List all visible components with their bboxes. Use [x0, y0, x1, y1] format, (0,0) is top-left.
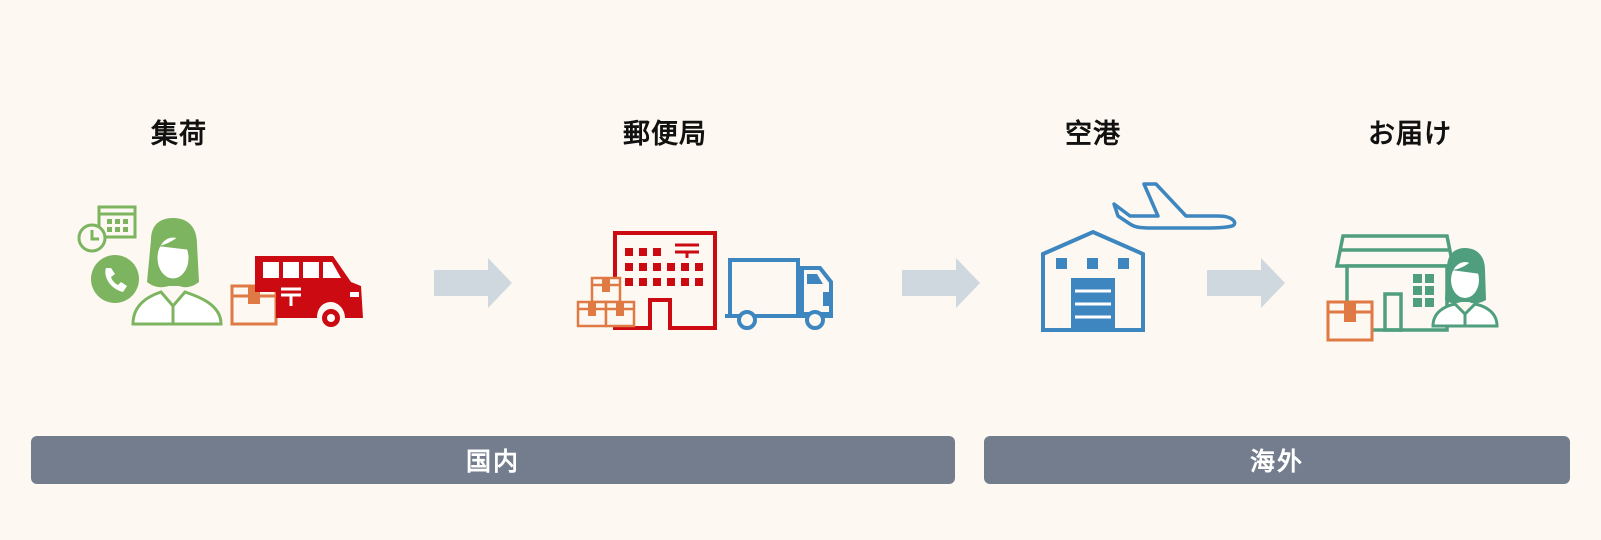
region-bar-international: 海外 [984, 436, 1570, 484]
airplane-icon [1112, 182, 1237, 230]
region-bar-domestic: 国内 [31, 436, 955, 484]
flow-arrow-1 [434, 258, 512, 308]
pickup-illustration [77, 205, 363, 327]
truck-icon [725, 258, 833, 330]
flow-arrow-2 [902, 258, 980, 308]
step-title-post-office: 郵便局 [623, 119, 707, 150]
flow-arrow-3 [1207, 258, 1285, 308]
phone-icon [91, 255, 139, 303]
recipient-icon [1431, 248, 1499, 328]
clock-icon [77, 223, 107, 253]
airport-illustration [1041, 182, 1237, 332]
parcel-box-icon [1326, 300, 1374, 342]
delivery-illustration [1326, 234, 1499, 342]
post-office-illustration [576, 231, 833, 330]
step-title-airport: 空港 [1065, 119, 1121, 150]
post-van-icon [255, 256, 363, 327]
postal-mark-icon [675, 243, 699, 258]
calendar-icon [97, 205, 137, 239]
parcel-stack-icon [576, 276, 636, 328]
operator-icon [131, 218, 223, 326]
step-title-delivery: お届け [1368, 119, 1452, 150]
hangar-icon [1041, 229, 1145, 332]
post-office-building-icon [613, 231, 717, 330]
step-title-pickup: 集荷 [151, 119, 207, 150]
